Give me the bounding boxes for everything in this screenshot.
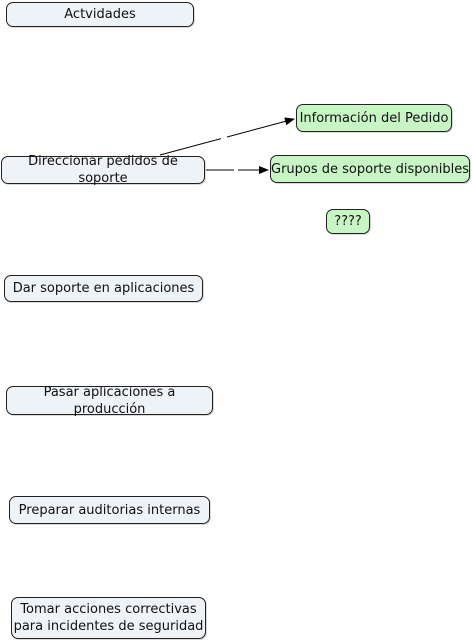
connector-gap-grupos xyxy=(234,165,238,175)
node-preparar-auditorias[interactable]: Preparar auditorias internas xyxy=(9,496,210,524)
node-unknown[interactable]: ???? xyxy=(326,209,370,234)
node-grupos-soporte[interactable]: Grupos de soporte disponibles xyxy=(270,155,470,183)
node-direccionar-pedidos[interactable]: Direccionar pedidos de soporte xyxy=(1,154,205,186)
node-actividades[interactable]: Actvidades xyxy=(6,2,194,27)
node-informacion-pedido[interactable]: Información del Pedido xyxy=(296,104,452,132)
node-dar-soporte[interactable]: Dar soporte en aplicaciones xyxy=(4,275,203,302)
connector-gap-informacion xyxy=(221,130,227,140)
node-pasar-aplicaciones[interactable]: Pasar aplicaciones a producción xyxy=(6,385,213,417)
node-tomar-acciones[interactable]: Tomar acciones correctivas para incident… xyxy=(11,597,206,639)
connector-to-informacion xyxy=(159,117,295,156)
